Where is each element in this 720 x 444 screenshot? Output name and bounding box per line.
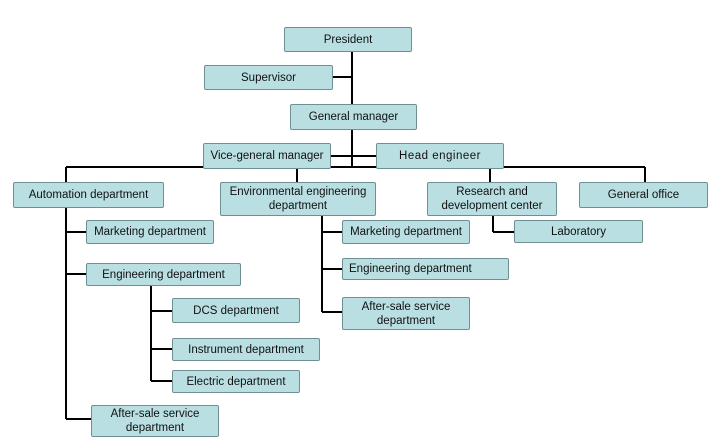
node-automation-after-sale: After-sale service department <box>91 405 219 437</box>
node-dcs-department: DCS department <box>172 298 300 323</box>
node-electric-department: Electric department <box>172 370 300 393</box>
node-research-development-center: Research and development center <box>427 182 557 216</box>
node-laboratory: Laboratory <box>514 220 643 243</box>
node-environmental-after-sale: After-sale service department <box>342 297 470 330</box>
node-instrument-department: Instrument department <box>172 338 320 361</box>
node-head-engineer: Head engineer <box>376 143 504 169</box>
node-environmental-engineering-department: Environmental engineering department <box>220 182 376 216</box>
node-general-manager: General manager <box>290 104 417 130</box>
node-automation-engineering: Engineering department <box>86 263 241 286</box>
node-president: President <box>284 27 412 52</box>
node-supervisor: Supervisor <box>204 65 333 90</box>
node-environmental-marketing: Marketing department <box>342 220 470 244</box>
node-general-office: General office <box>579 182 708 208</box>
node-environmental-engineering: Engineering department <box>342 258 509 280</box>
node-automation-marketing: Marketing department <box>86 220 214 244</box>
node-automation-department: Automation department <box>13 182 164 208</box>
node-vice-general-manager: Vice-general manager <box>203 143 331 169</box>
